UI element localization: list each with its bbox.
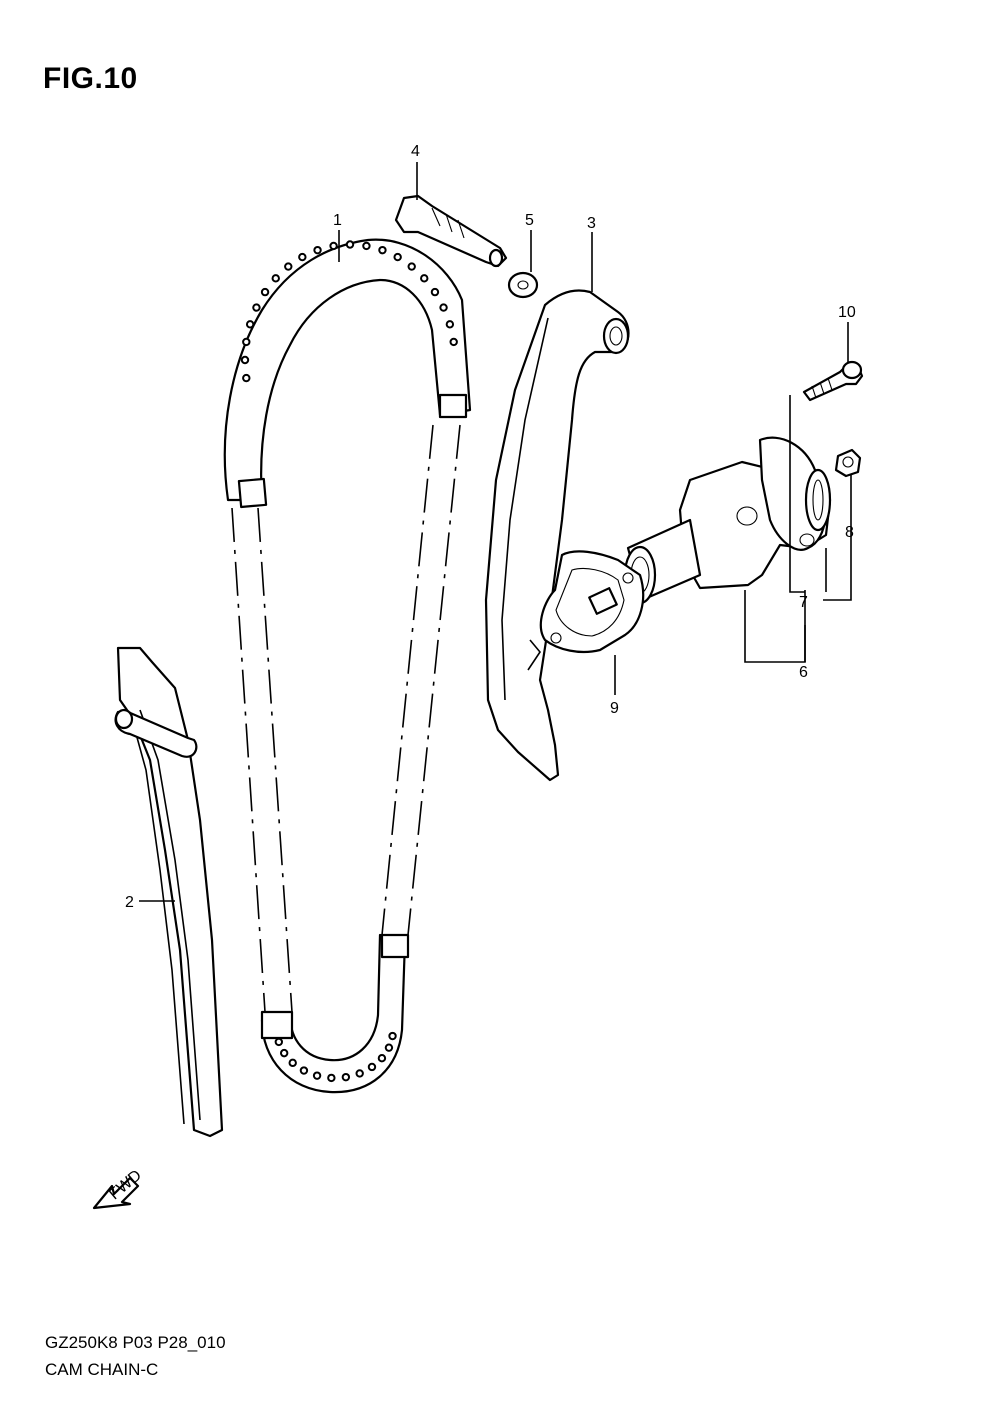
- chain-link-pin: [407, 262, 416, 271]
- chain-link-pin: [313, 245, 322, 255]
- chain-link-pin: [393, 252, 402, 262]
- callout-4: 4: [411, 143, 420, 160]
- chain-link-pin: [355, 1069, 364, 1078]
- chain-link-pin: [284, 262, 293, 271]
- callout-3: 3: [587, 215, 596, 232]
- callout-leaders: [139, 162, 852, 902]
- chain-link-pin: [274, 1037, 284, 1047]
- figure-title: FIG.10: [43, 62, 138, 95]
- tensioner-cap-bolt[interactable]: [834, 448, 862, 478]
- chain-link-pin: [378, 245, 387, 255]
- callout-9: 9: [610, 700, 619, 717]
- tensioner-mounting-bolt[interactable]: [802, 360, 864, 402]
- figure-name: CAM CHAIN-C: [45, 1360, 159, 1379]
- chain-link-pin: [288, 1058, 297, 1068]
- chain-link-pin: [279, 1048, 289, 1058]
- cam-chain-tensioner[interactable]: [623, 436, 832, 605]
- chain-link-pin: [420, 274, 429, 283]
- chain-link-pin: [329, 241, 338, 251]
- tensioner-o-ring[interactable]: [804, 468, 832, 532]
- chain-link-pin: [341, 1072, 351, 1082]
- chain-link-pin: [345, 240, 355, 249]
- tensioner-pivot-bolt[interactable]: [394, 194, 508, 268]
- cam-chain[interactable]: [223, 238, 472, 1094]
- chain-link-pin: [245, 320, 255, 329]
- callout-8: 8: [845, 524, 854, 541]
- chain-link-pin: [388, 1031, 397, 1041]
- callout-2: 2: [125, 894, 134, 911]
- chain-link-pin: [377, 1054, 387, 1063]
- callout-5: 5: [525, 212, 534, 229]
- chain-link-pin: [449, 337, 458, 347]
- callout-1: 1: [333, 212, 342, 229]
- chain-link-pin: [367, 1062, 377, 1072]
- chain-link-pin: [384, 1043, 394, 1052]
- chain-link-pin: [299, 1066, 309, 1075]
- callout-labels: 1 2 3 4 5 6 7 8 9 10: [125, 143, 856, 911]
- washer[interactable]: [507, 271, 539, 299]
- chain-link-pin: [312, 1071, 322, 1080]
- chain-link-pin: [327, 1073, 336, 1083]
- chain-link-pin: [240, 355, 250, 365]
- chain-link-pin: [252, 303, 261, 312]
- cam-chain-guide[interactable]: [114, 646, 224, 1138]
- chain-link-pin: [260, 287, 270, 297]
- chain-link-pin: [445, 320, 455, 329]
- figure-code: GZ250K8 P03 P28_010: [45, 1333, 226, 1352]
- callout-10: 10: [838, 304, 856, 321]
- cam-chain-tensioner-arm[interactable]: [484, 289, 630, 782]
- tensioner-gasket[interactable]: [539, 550, 645, 654]
- chain-link-pin: [362, 241, 371, 251]
- chain-link-pin: [242, 337, 251, 347]
- chain-link-pin: [242, 373, 251, 383]
- chain-link-pin: [439, 303, 448, 312]
- callout-6: 6: [799, 664, 808, 681]
- callout-7: 7: [799, 594, 808, 611]
- chain-link-pin: [271, 274, 280, 283]
- fwd-arrow-icon: FWD: [92, 1167, 145, 1210]
- chain-link-pin: [430, 287, 440, 297]
- chain-link-pin: [298, 252, 307, 262]
